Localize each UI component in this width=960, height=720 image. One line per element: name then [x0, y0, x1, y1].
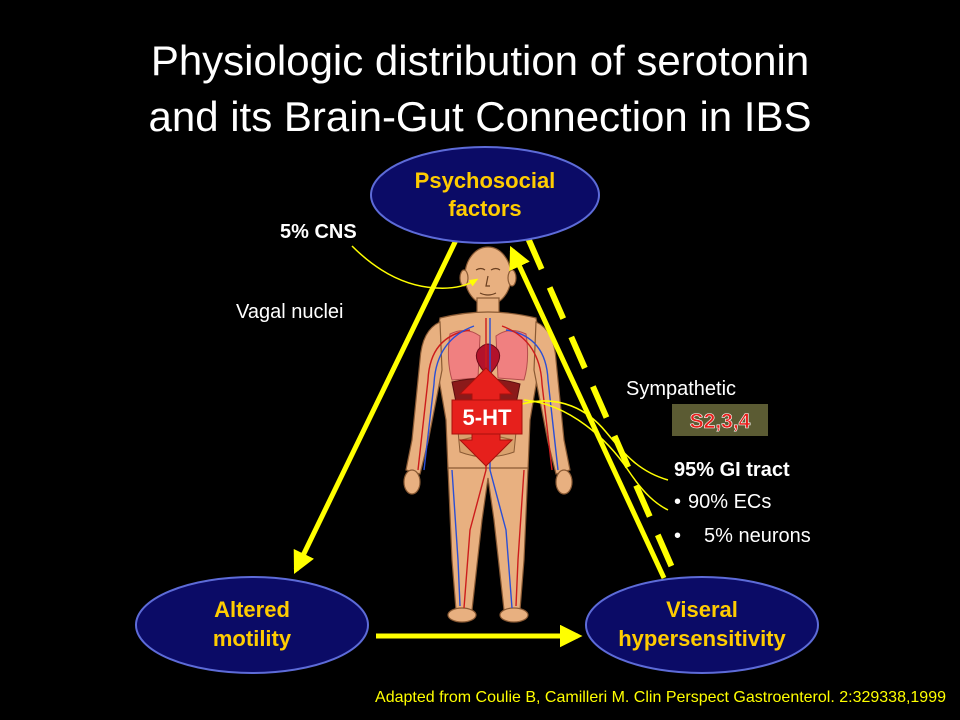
gi-item-ecs: 90% ECs: [688, 491, 771, 513]
serotonin-label: 5-HT: [463, 405, 512, 430]
cns-label: 5% CNS: [280, 221, 357, 243]
gi-callout-line-2: [523, 399, 669, 511]
node-visceral-line-2: hypersensitivity: [618, 626, 786, 651]
gi-item-neurons: 5% neurons: [704, 525, 811, 547]
cns-callout-line: [351, 245, 479, 289]
arrow-hypersensitivity-to-psychosocial: [509, 245, 667, 580]
vagal-nuclei-label: Vagal nuclei: [236, 301, 343, 323]
serotonin-double-arrow: 5-HT: [451, 367, 523, 467]
slide-title-line-2: and its Brain-Gut Connection in IBS: [148, 93, 812, 140]
sacral-box: S2,3,4: [672, 404, 768, 436]
gi-bullet-1: •: [674, 491, 681, 513]
dashed-sympathetic-link: [525, 236, 677, 574]
arrow-psychosocial-to-motility: [293, 234, 461, 575]
slide-title-line-1: Physiologic distribution of serotonin: [150, 37, 810, 84]
sympathetic-label: Sympathetic: [626, 378, 736, 400]
gi-callout-line-1: [521, 400, 669, 481]
node-visceral-hypersensitivity: Viseral hypersensitivity: [585, 576, 819, 674]
node-psychosocial-line-2: factors: [448, 196, 521, 221]
node-visceral-line-1: Viseral: [666, 597, 738, 622]
node-psychosocial: Psychosocial factors: [370, 146, 600, 244]
citation: Adapted from Coulie B, Camilleri M. Clin…: [375, 689, 946, 706]
node-psychosocial-line-1: Psychosocial: [415, 168, 556, 193]
node-altered-line-1: Altered: [214, 597, 290, 622]
node-altered-motility: Altered motility: [135, 576, 369, 674]
gi-tract-title: 95% GI tract: [674, 459, 790, 481]
gi-bullet-2: •: [674, 525, 681, 547]
node-altered-line-2: motility: [213, 626, 292, 651]
sacral-label: S2,3,4: [690, 410, 751, 433]
